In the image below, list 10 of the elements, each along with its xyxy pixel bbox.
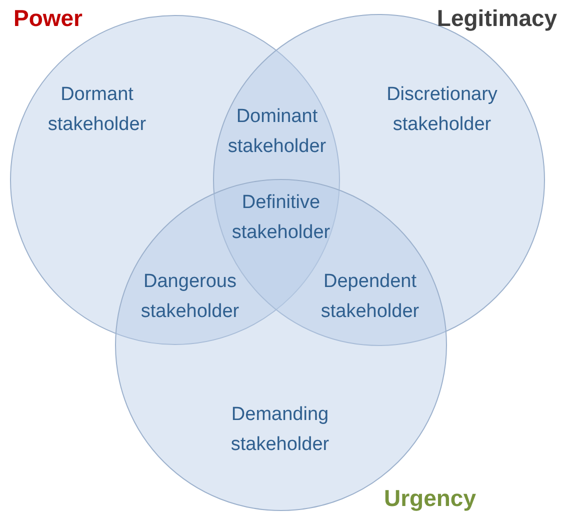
region-label: Dependent stakeholder <box>320 270 420 324</box>
region-label: Demanding stakeholder <box>230 403 330 457</box>
set-title: Power <box>13 4 83 33</box>
region-label: Dormant stakeholder <box>46 83 148 137</box>
set-title: Urgency <box>384 484 476 513</box>
region-label: Definitive stakeholder <box>230 191 332 245</box>
region-label: Dangerous stakeholder <box>140 270 240 324</box>
region-label: Dominant stakeholder <box>226 105 328 159</box>
region-label: Discretionary stakeholder <box>386 83 498 137</box>
set-title: Legitimacy <box>436 4 558 33</box>
